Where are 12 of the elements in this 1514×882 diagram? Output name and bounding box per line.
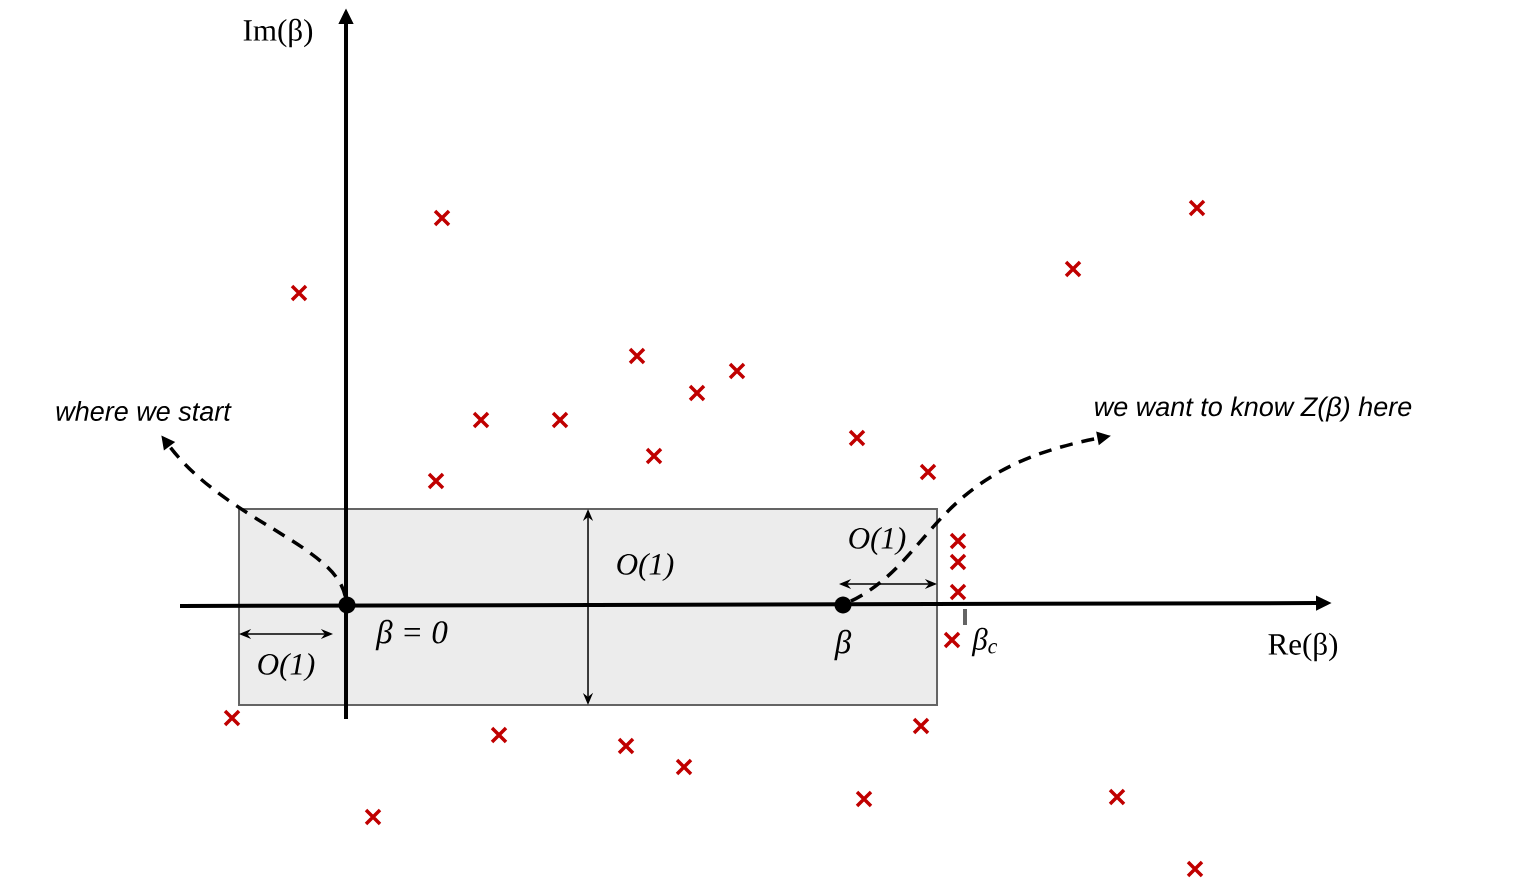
point-label: β [834, 629, 852, 661]
axis-label: O(1) [617, 552, 674, 582]
axis-label: Re(β) [1268, 632, 1338, 662]
text-label: we want to know Z(β) here [1095, 396, 1412, 422]
point-dot [338, 596, 356, 614]
point-label: β = 0 [375, 619, 448, 651]
axis-label: O(1) [849, 526, 906, 556]
axis-label: Im(β) [243, 18, 313, 48]
axis-label: O(1) [258, 652, 315, 682]
axis-label: β$_{c}$ [971, 627, 998, 657]
text-label: where we start [56, 401, 232, 421]
point-dot [834, 596, 852, 614]
